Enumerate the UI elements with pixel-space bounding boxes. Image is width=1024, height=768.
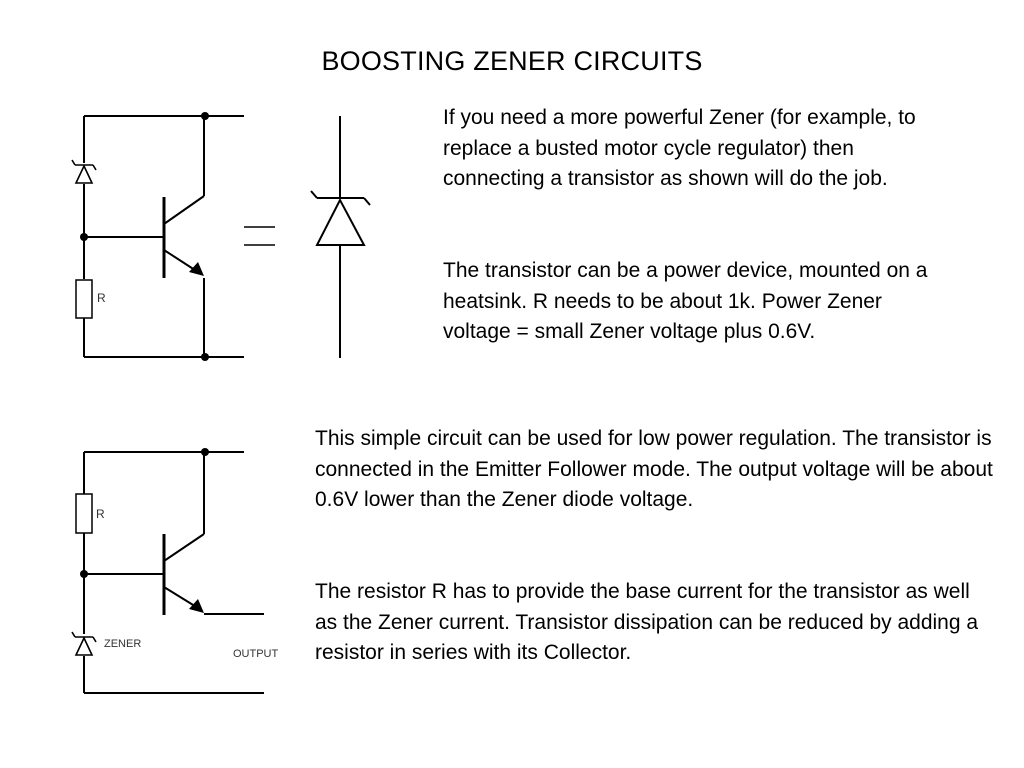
zener-diode (71, 631, 97, 656)
emitter-arrow (189, 262, 204, 276)
description-paragraph-1: If you need a more powerful Zener (for e… (443, 106, 916, 190)
page-title: BOOSTING ZENER CIRCUITS (321, 46, 703, 76)
resistor (75, 279, 93, 319)
emitter-arrow (189, 599, 204, 613)
zener-diode (71, 159, 97, 184)
zener-label: ZENER (104, 638, 141, 650)
equivalent-zener-symbol (310, 116, 371, 358)
resistor-label: R (97, 291, 106, 305)
resistor-label: R (96, 507, 105, 521)
description-paragraph-2: The transistor can be a power device, mo… (443, 259, 928, 343)
description-paragraph-3: This simple circuit can be used for low … (315, 427, 993, 511)
output-label: OUTPUT (233, 648, 279, 660)
resistor (75, 493, 93, 534)
description-paragraph-4: The resistor R has to provide the base c… (315, 580, 979, 664)
